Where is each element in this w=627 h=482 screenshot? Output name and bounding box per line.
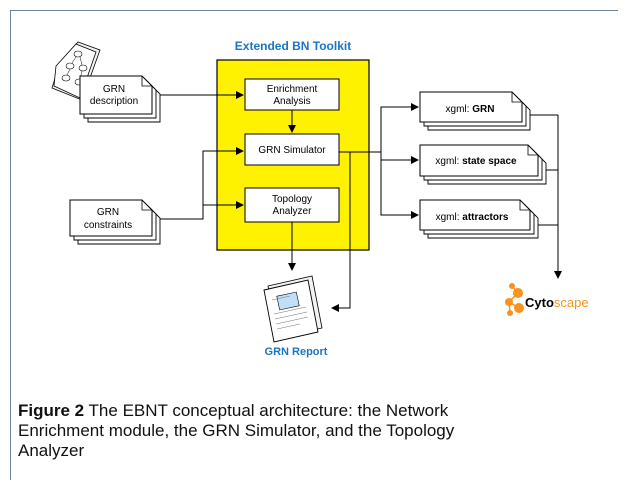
topology-label-2: Analyzer [273, 206, 313, 217]
figure-frame [10, 10, 618, 480]
output-attractors-label: xgml: attractors [436, 212, 509, 223]
caption-label: Figure 2 [18, 401, 85, 420]
grn-constraints-doc: GRN constraints [69, 199, 161, 245]
enrichment-label-2: Analysis [273, 96, 310, 107]
grn-report-icon [263, 275, 323, 343]
output-grn-doc: xgml: GRN [419, 91, 531, 131]
grn-description-label-1: GRN [103, 84, 125, 95]
simulator-label: GRN Simulator [258, 145, 326, 156]
grn-description-doc: GRN description [79, 75, 161, 123]
output-state-space-doc: xgml: state space [419, 144, 547, 185]
network-document-icon [51, 41, 101, 101]
topology-label-1: Topology [272, 194, 312, 205]
output-state-space-label: xgml: state space [435, 156, 517, 167]
grn-description-label-2: description [90, 96, 138, 107]
topology-module: Topology Analyzer [244, 187, 340, 223]
connectors [160, 91, 562, 312]
grn-constraints-label-1: GRN [97, 207, 119, 218]
cytoscape-logo-icon [505, 283, 524, 316]
architecture-diagram: Extended BN Toolkit Enrichment Analysis … [51, 39, 589, 358]
output-attractors-doc: xgml: attractors [419, 199, 539, 239]
simulator-module: GRN Simulator [244, 133, 340, 166]
toolkit-title: Extended BN Toolkit [235, 39, 351, 53]
caption-text: The EBNT conceptual architecture: the Ne… [18, 401, 455, 460]
grn-constraints-label-2: constraints [84, 220, 132, 231]
figure-caption: Figure 2 The EBNT conceptual architectur… [18, 401, 488, 461]
enrichment-label-1: Enrichment [267, 84, 318, 95]
enrichment-module: Enrichment Analysis [244, 78, 340, 111]
grn-report-label: GRN Report [265, 346, 328, 358]
cytoscape-label: Cytoscape [525, 295, 589, 310]
output-grn-label: xgml: GRN [446, 104, 495, 115]
